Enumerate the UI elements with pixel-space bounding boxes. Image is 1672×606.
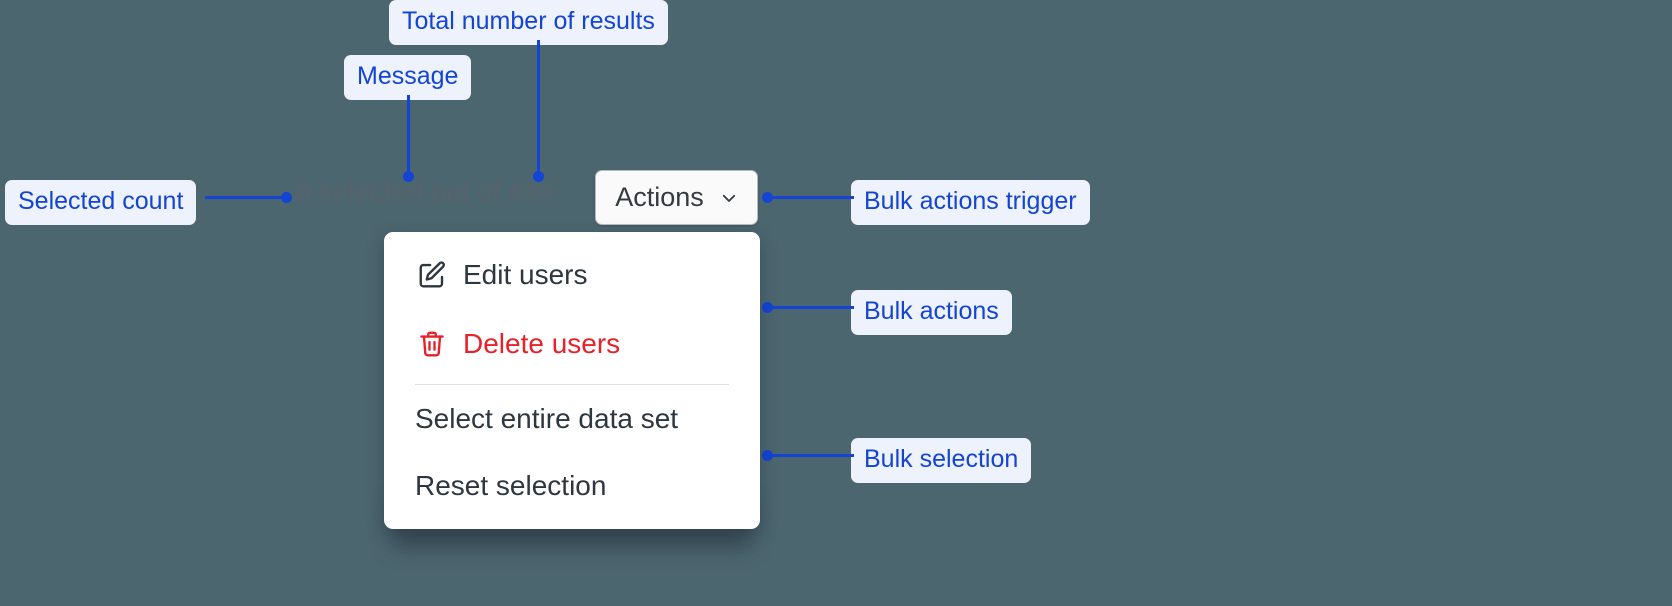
- connector-dot-bulk-selection: [762, 450, 773, 461]
- menu-item-select-entire-data-set[interactable]: Select entire data set: [384, 392, 760, 446]
- connector-line-message: [407, 95, 410, 176]
- connector-line-selected-count: [205, 196, 287, 199]
- menu-item-edit-users-label: Edit users: [463, 259, 588, 290]
- bulk-actions-trigger-label: Actions: [615, 182, 704, 212]
- connector-dot-selected-count: [281, 192, 292, 203]
- connector-line-total-results: [537, 40, 540, 176]
- menu-item-delete-users-label: Delete users: [463, 328, 621, 359]
- connector-line-bulk-actions-trigger: [766, 196, 854, 199]
- bulk-actions-trigger-button[interactable]: Actions: [595, 170, 758, 225]
- menu-item-reset-selection[interactable]: Reset selection: [384, 459, 760, 513]
- menu-item-reset-selection-label: Reset selection: [415, 470, 607, 501]
- menu-item-delete-users[interactable]: Delete users: [384, 317, 760, 371]
- connector-dot-bulk-actions: [762, 302, 773, 313]
- annotation-label-bulk-selection: Bulk selection: [851, 438, 1032, 483]
- menu-separator: [415, 384, 729, 385]
- annotation-label-bulk-actions: Bulk actions: [851, 290, 1012, 335]
- annotation-label-selected-count: Selected count: [5, 180, 197, 225]
- bulk-actions-menu: Edit users Delete users Select entire da…: [384, 232, 760, 529]
- annotation-label-bulk-actions-trigger: Bulk actions trigger: [851, 180, 1090, 225]
- connector-dot-total-results: [533, 171, 544, 182]
- chevron-down-icon: [720, 189, 738, 207]
- annotation-label-total-results: Total number of results: [389, 0, 668, 45]
- connector-line-bulk-selection: [766, 454, 854, 457]
- connector-dot-bulk-actions-trigger: [762, 192, 773, 203]
- annotation-label-message: Message: [344, 55, 472, 100]
- menu-item-edit-users[interactable]: Edit users: [384, 248, 760, 302]
- menu-item-select-entire-data-set-label: Select entire data set: [415, 403, 679, 434]
- connector-line-bulk-actions: [766, 306, 854, 309]
- trash-icon: [415, 327, 449, 361]
- selected-count-message: 6 selected out of ###: [295, 176, 555, 207]
- connector-dot-message: [403, 171, 414, 182]
- edit-pencil-icon: [415, 258, 449, 292]
